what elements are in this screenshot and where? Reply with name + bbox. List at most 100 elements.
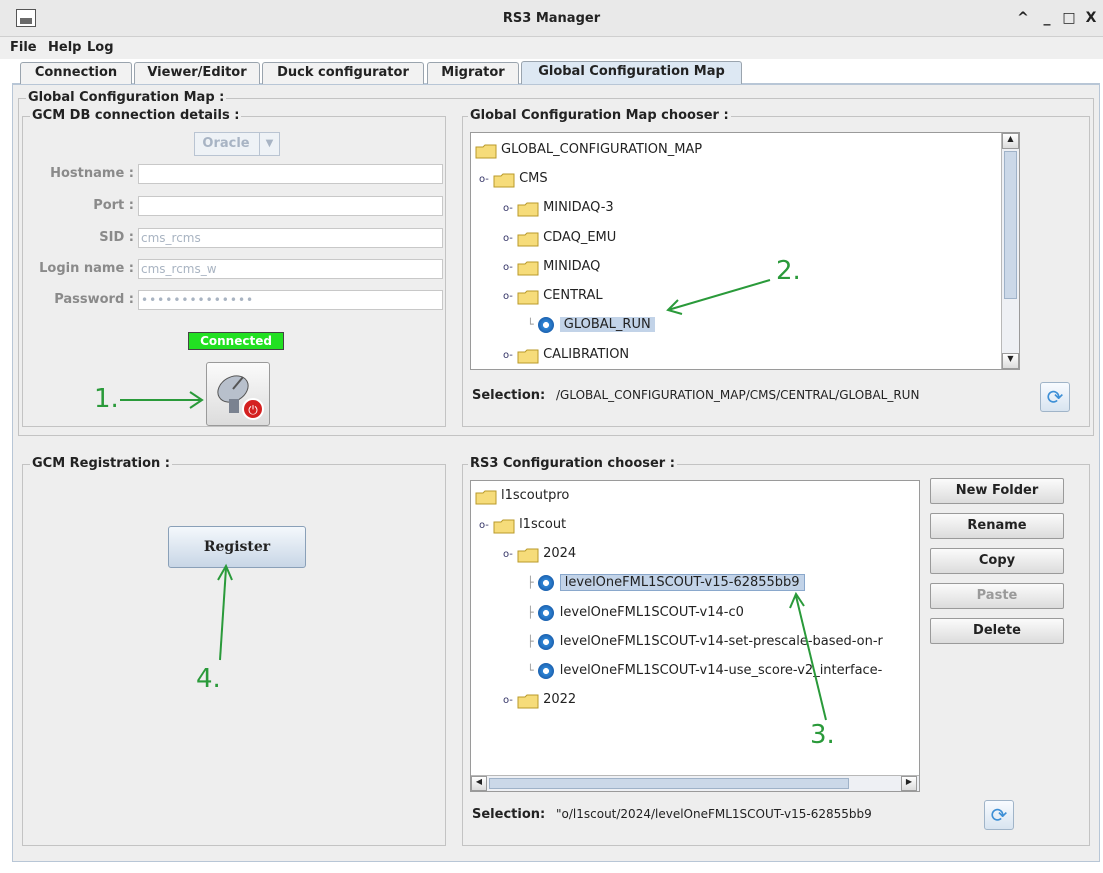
menu-bar [0,37,1103,59]
hostname-label: Hostname : [50,166,134,181]
db-details-title: GCM DB connection details : [30,108,242,124]
folder-icon [475,143,497,158]
folder-icon [493,518,515,533]
sid-label: SID : [99,230,134,245]
annotation-arrow-4 [219,567,227,661]
satellite-dish-icon: ⏻ [217,375,264,420]
folder-icon [493,172,515,187]
expand-toggle-icon[interactable]: o- [503,262,513,273]
svg-text:⏻: ⏻ [248,403,258,417]
disconnect-button[interactable]: ⏻ [206,362,270,426]
tree-node[interactable]: o- CMS [479,171,548,187]
scroll-down-icon[interactable]: ▼ [1002,353,1019,369]
folder-icon [517,201,539,216]
folder-icon [517,289,539,304]
new-folder-button[interactable]: New Folder [930,478,1064,504]
menu-help[interactable]: Help [48,40,82,55]
port-field[interactable] [138,196,443,216]
login-name-field[interactable]: cms_rcms_w [138,259,443,279]
expand-toggle-icon[interactable]: o- [503,203,513,214]
folder-icon [517,231,539,246]
rs3-selection-label: Selection: [472,807,546,822]
tree-node-selected[interactable]: └ GLOBAL_RUN [527,314,655,336]
tree-node[interactable]: ├ levelOneFML1SCOUT-v14-set-prescale-bas… [527,633,883,650]
tab-connection[interactable]: Connection [20,62,132,84]
tab-global-configuration-map[interactable]: Global Configuration Map [521,61,742,85]
tree-node[interactable]: o- CALIBRATION [503,347,630,363]
tree-node[interactable]: o- MINIDAQ [503,259,601,275]
tree-node[interactable]: o- MINIDAQ-3 [503,200,614,216]
tree-node[interactable]: o- CDAQ_EMU [503,230,617,246]
expand-toggle-icon[interactable]: o- [503,350,513,361]
tree-node[interactable]: o- 2024 [503,546,577,562]
gear-icon [537,316,554,333]
tree-node[interactable]: ├ levelOneFML1SCOUT-v14-c0 [527,604,744,621]
annotation-arrow-2 [667,279,771,311]
expand-toggle-icon[interactable]: o- [503,233,513,244]
gcm-refresh-button[interactable]: ⟳ [1040,382,1070,412]
delete-button[interactable]: Delete [930,618,1064,644]
rename-button[interactable]: Rename [930,513,1064,539]
sid-field[interactable]: cms_rcms [138,228,443,248]
gear-icon [537,604,554,621]
expand-toggle-icon[interactable]: o- [503,549,513,560]
tab-duck-configurator[interactable]: Duck configurator [262,62,424,84]
minimize-icon[interactable]: _ [1043,10,1051,26]
db-type-value: Oracle [202,136,250,151]
annotation-arrowhead-2 [666,299,683,315]
gcm-tree[interactable]: GLOBAL_CONFIGURATION_MAP o- CMS o- MINID… [470,132,1020,370]
scroll-thumb[interactable] [489,778,849,789]
tree-node-selected[interactable]: ├ levelOneFML1SCOUT-v15-62855bb9 [527,572,805,594]
password-label: Password : [54,292,134,307]
close-icon[interactable]: X [1085,10,1097,26]
folder-icon [517,693,539,708]
annotation-label-4: 4. [196,664,221,694]
register-button[interactable]: Register [168,526,306,568]
annotation-label-3: 3. [810,720,835,750]
scroll-left-icon[interactable]: ◀ [471,776,487,791]
scroll-up-icon[interactable]: ▲ [1002,133,1019,149]
gcm-selection-label: Selection: [472,388,546,403]
chevron-down-icon: ▼ [259,133,279,155]
horizontal-scrollbar[interactable]: ◀ ▶ [471,775,919,791]
tree-node[interactable]: └ levelOneFML1SCOUT-v14-use_score-v2_int… [527,662,883,679]
title-bar [0,0,1103,37]
rs3-chooser-title: RS3 Configuration chooser : [468,456,677,472]
expand-toggle-icon[interactable]: o- [503,291,513,302]
expand-toggle-icon[interactable]: o- [479,520,489,531]
refresh-icon: ⟳ [1046,385,1064,409]
menu-log[interactable]: Log [87,40,114,55]
expand-toggle-icon[interactable]: o- [479,174,489,185]
connection-status-badge: Connected [188,332,284,350]
tab-migrator[interactable]: Migrator [427,62,519,84]
window-title: RS3 Manager [502,11,601,26]
rs3-selection-value: "o/l1scout/2024/levelOneFML1SCOUT-v15-62… [556,807,872,821]
tree-node[interactable]: o- CENTRAL [503,288,603,304]
tab-viewer-editor[interactable]: Viewer/Editor [134,62,260,84]
tree-node[interactable]: o- 2022 [503,692,577,708]
hostname-field[interactable] [138,164,443,184]
annotation-arrowhead-3 [789,591,805,609]
copy-button[interactable]: Copy [930,548,1064,574]
rs3-refresh-button[interactable]: ⟳ [984,800,1014,830]
db-type-select[interactable]: Oracle ▼ [194,132,280,156]
annotation-label-1: 1. [94,384,119,414]
menu-file[interactable]: File [10,40,37,55]
tree-node[interactable]: l1scoutpro [475,485,569,507]
gcm-chooser-group [462,116,1090,427]
annotation-arrowhead-1 [189,391,204,409]
folder-icon [517,260,539,275]
vertical-scrollbar[interactable]: ▲ ▼ [1001,133,1019,369]
maximize-icon[interactable]: □ [1062,10,1076,26]
scroll-right-icon[interactable]: ▶ [901,776,917,791]
annotation-arrow-3 [795,595,827,721]
tree-node[interactable]: o- l1scout [479,517,567,533]
tree-node[interactable]: GLOBAL_CONFIGURATION_MAP [475,139,702,161]
rs3-tree[interactable]: l1scoutpro o- l1scout o- 2024 ├ levelOne… [470,480,920,792]
password-field[interactable]: •••••••••••••• [138,290,443,310]
expand-toggle-icon[interactable]: o- [503,695,513,706]
paste-button[interactable]: Paste [930,583,1064,609]
collapse-icon[interactable]: ^ [1017,10,1029,26]
scroll-thumb[interactable] [1004,151,1017,299]
